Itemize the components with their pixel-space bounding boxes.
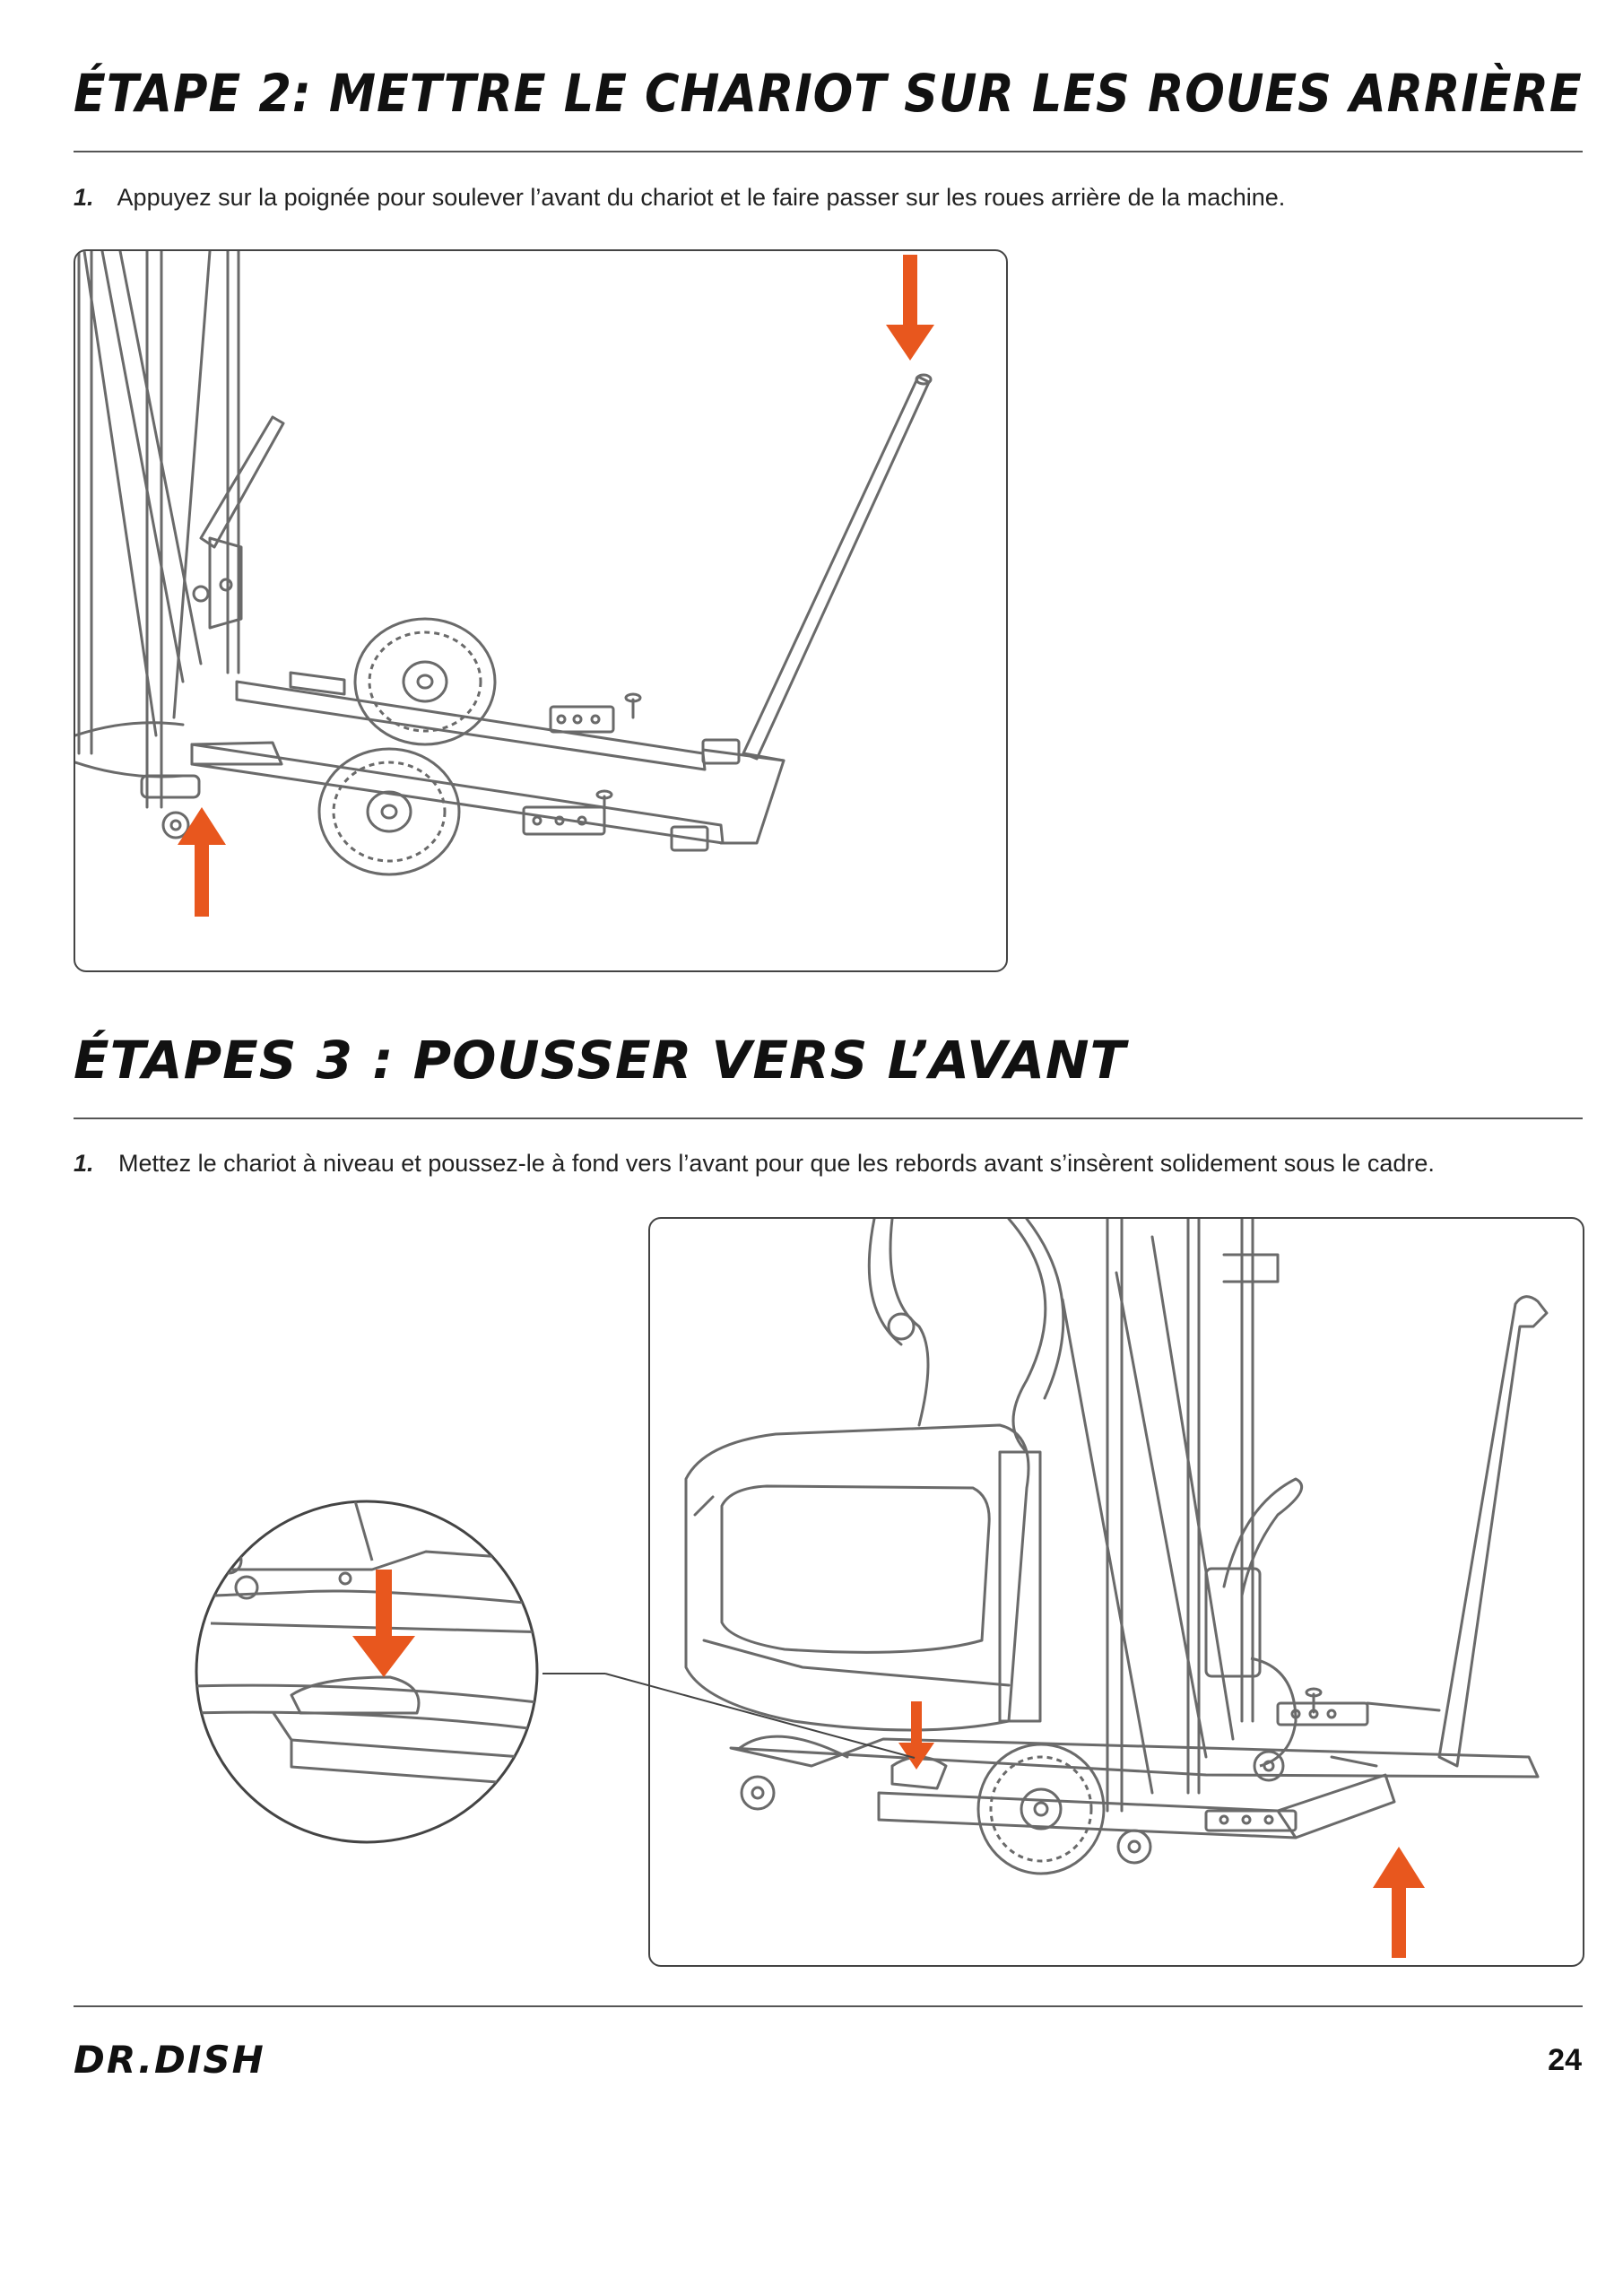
section2-step-text: Appuyez sur la poignée pour soulever l’a… (117, 184, 1286, 211)
section2-title: ÉTAPE 2: METTRE LE CHARIOT SUR LES ROUES… (74, 63, 1583, 124)
up-arrow-icon (1373, 1847, 1425, 1958)
section3-divider (74, 1118, 1583, 1119)
section2-step-number: 1. (74, 184, 94, 211)
push-forward-diagram (684, 1219, 1549, 1958)
page-number: 24 (1548, 2043, 1582, 2077)
section3-step: 1. Mettez le chariot à niveau et poussez… (74, 1150, 1435, 1178)
section3-step-number: 1. (74, 1150, 94, 1177)
section2-step: 1. Appuyez sur la poignée pour soulever … (74, 184, 1285, 212)
brand-logo: DR.DISH (74, 2038, 265, 2082)
section3-step-text: Mettez le chariot à niveau et poussez-le… (118, 1150, 1435, 1177)
down-arrow-icon (352, 1570, 415, 1677)
illustration-tilt-cart (74, 249, 1008, 972)
down-arrow-icon (886, 255, 934, 361)
footer-divider (74, 2005, 1583, 2007)
down-arrow-icon (898, 1701, 934, 1770)
section2-divider (74, 151, 1583, 152)
section3-title: ÉTAPES 3 : POUSSER VERS L’AVANT (74, 1030, 1127, 1091)
tilt-cart-diagram (75, 251, 934, 917)
illustration-push-forward (648, 1217, 1584, 1967)
zoom-callout (195, 1500, 916, 1844)
up-arrow-icon (178, 807, 226, 917)
